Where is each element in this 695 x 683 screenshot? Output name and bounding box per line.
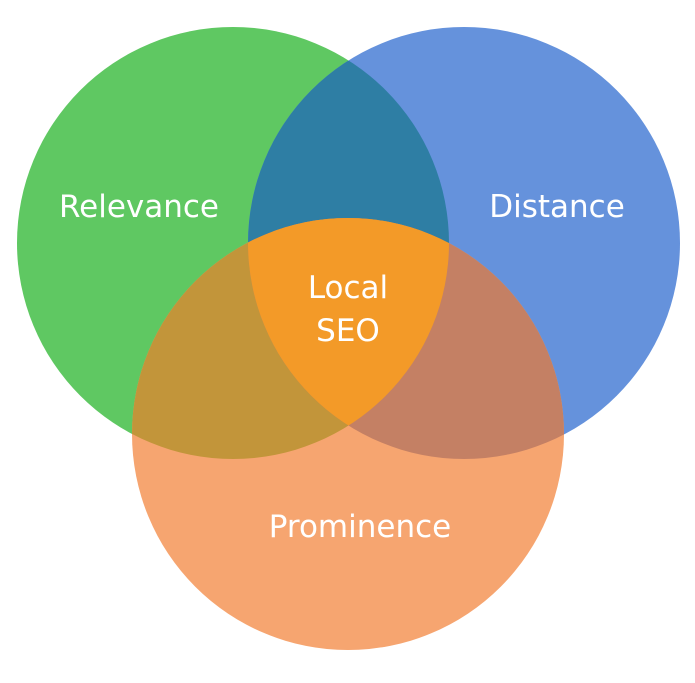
prominence-label: Prominence <box>269 509 451 545</box>
distance-label: Distance <box>489 189 625 225</box>
relevance-label: Relevance <box>59 189 219 225</box>
center-label-line2: SEO <box>316 313 380 349</box>
center-label-line1: Local <box>308 270 388 306</box>
